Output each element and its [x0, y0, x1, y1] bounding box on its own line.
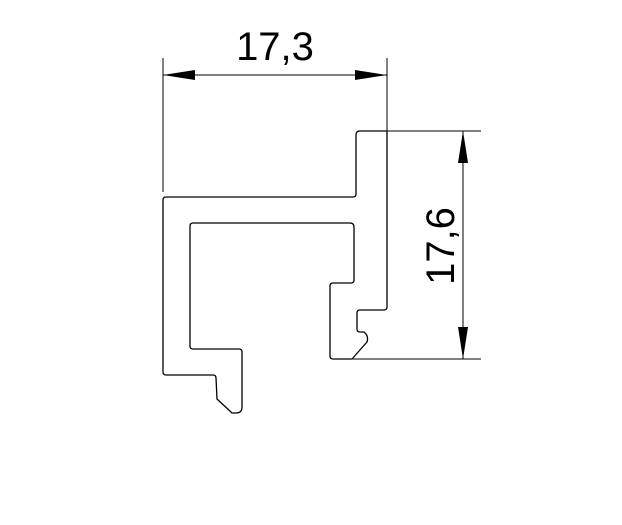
arrow-up-icon — [458, 131, 468, 163]
profile-outline — [162, 130, 388, 414]
arrow-right-icon — [355, 70, 387, 80]
width-dimension-label: 17,3 — [236, 25, 314, 69]
arrow-left-icon — [163, 70, 195, 80]
height-dimension-label: 17,6 — [419, 207, 463, 285]
arrow-down-icon — [458, 327, 468, 359]
